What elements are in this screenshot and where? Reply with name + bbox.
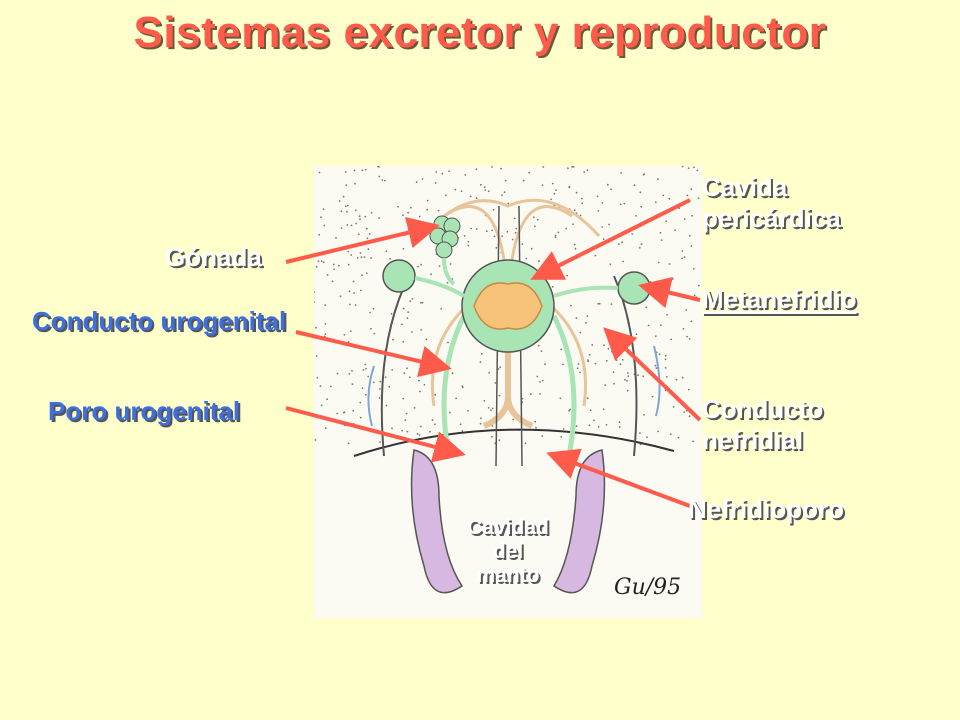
left-nephrostome xyxy=(414,276,466,298)
label-metanefridio: Metanefridio xyxy=(702,284,857,314)
label-cavidad-pericardica-line-1: Cavida xyxy=(702,172,788,202)
heart xyxy=(473,282,543,330)
label-conducto-urogenital: Conducto urogenital xyxy=(32,306,287,336)
artist-signature: Gu/95 xyxy=(614,575,681,600)
label-mantle-cavity-line-1: Cavidad xyxy=(467,516,549,539)
leader-gonada xyxy=(285,216,440,264)
label-nefridioporo: Nefridioporo xyxy=(688,494,844,524)
central-vessel xyxy=(482,336,534,429)
left-metanephridium xyxy=(382,259,416,293)
label-poro-urogenital: Poro urogenital xyxy=(48,396,241,426)
left-nephridial-duct xyxy=(380,275,410,457)
leader-poro-urogenital xyxy=(285,406,466,463)
label-conducto-nefridial: Conducto nefridial xyxy=(702,394,823,456)
label-conducto-nefridial-line-2: nefridial xyxy=(702,425,804,455)
leader-nefridioporo xyxy=(546,448,691,508)
right-nephrostome xyxy=(553,285,619,298)
anatomy-drawing: Gu/95 xyxy=(314,166,700,600)
label-mantle-cavity-line-3: manto xyxy=(476,564,540,587)
label-gonada: Gónada xyxy=(165,242,262,272)
leader-cavidad-pericardica xyxy=(530,198,691,280)
label-cavidad-pericardica-line-2: pericárdica xyxy=(702,203,841,233)
leader-metanefridio xyxy=(638,277,701,309)
right-gill xyxy=(552,449,606,594)
left-pore-tip xyxy=(367,365,375,427)
mantle-cavity-edge xyxy=(353,428,675,457)
left-gill xyxy=(410,449,464,594)
label-conducto-nefridial-line-1: Conducto xyxy=(702,394,824,424)
slide-title: Sistemas excretor y reproductor xyxy=(133,8,827,57)
leader-conducto-urogenital xyxy=(295,330,452,378)
leader-conducto-nefridial xyxy=(603,327,702,422)
right-urogenital-duct xyxy=(551,314,577,457)
label-mantle-cavity-line-2: del xyxy=(492,540,524,563)
label-mantle-cavity: Cavidad del manto xyxy=(464,516,552,588)
label-cavidad-pericardica: Cavida pericárdica xyxy=(702,172,841,234)
